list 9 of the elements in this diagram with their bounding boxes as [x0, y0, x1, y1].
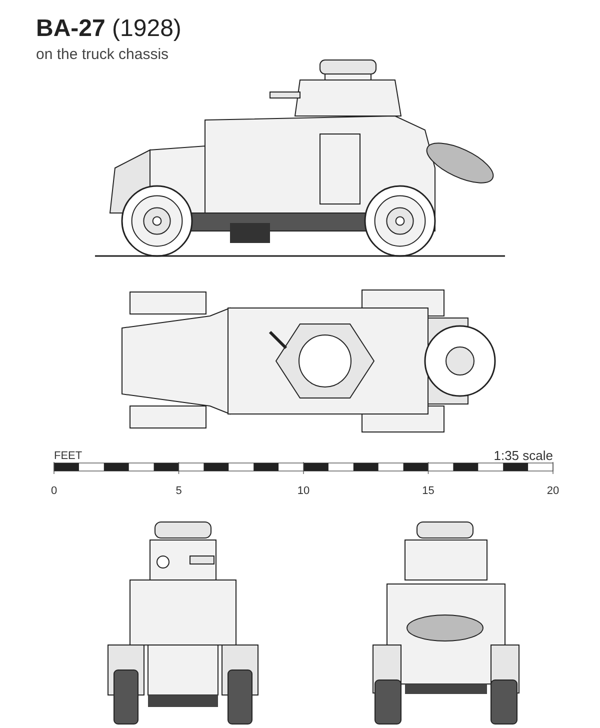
subtitle: on the truck chassis: [36, 45, 169, 65]
tick-label: 0: [50, 484, 58, 499]
unit-label: FEET: [54, 449, 82, 464]
tick-label: 5: [174, 484, 183, 499]
tick-label: 20: [546, 484, 560, 499]
tick-label: 15: [421, 484, 436, 499]
scale-label: 1:35 scale: [494, 447, 553, 465]
title: BA-27 (1928): [36, 14, 182, 44]
tick-label: 10: [296, 484, 311, 499]
